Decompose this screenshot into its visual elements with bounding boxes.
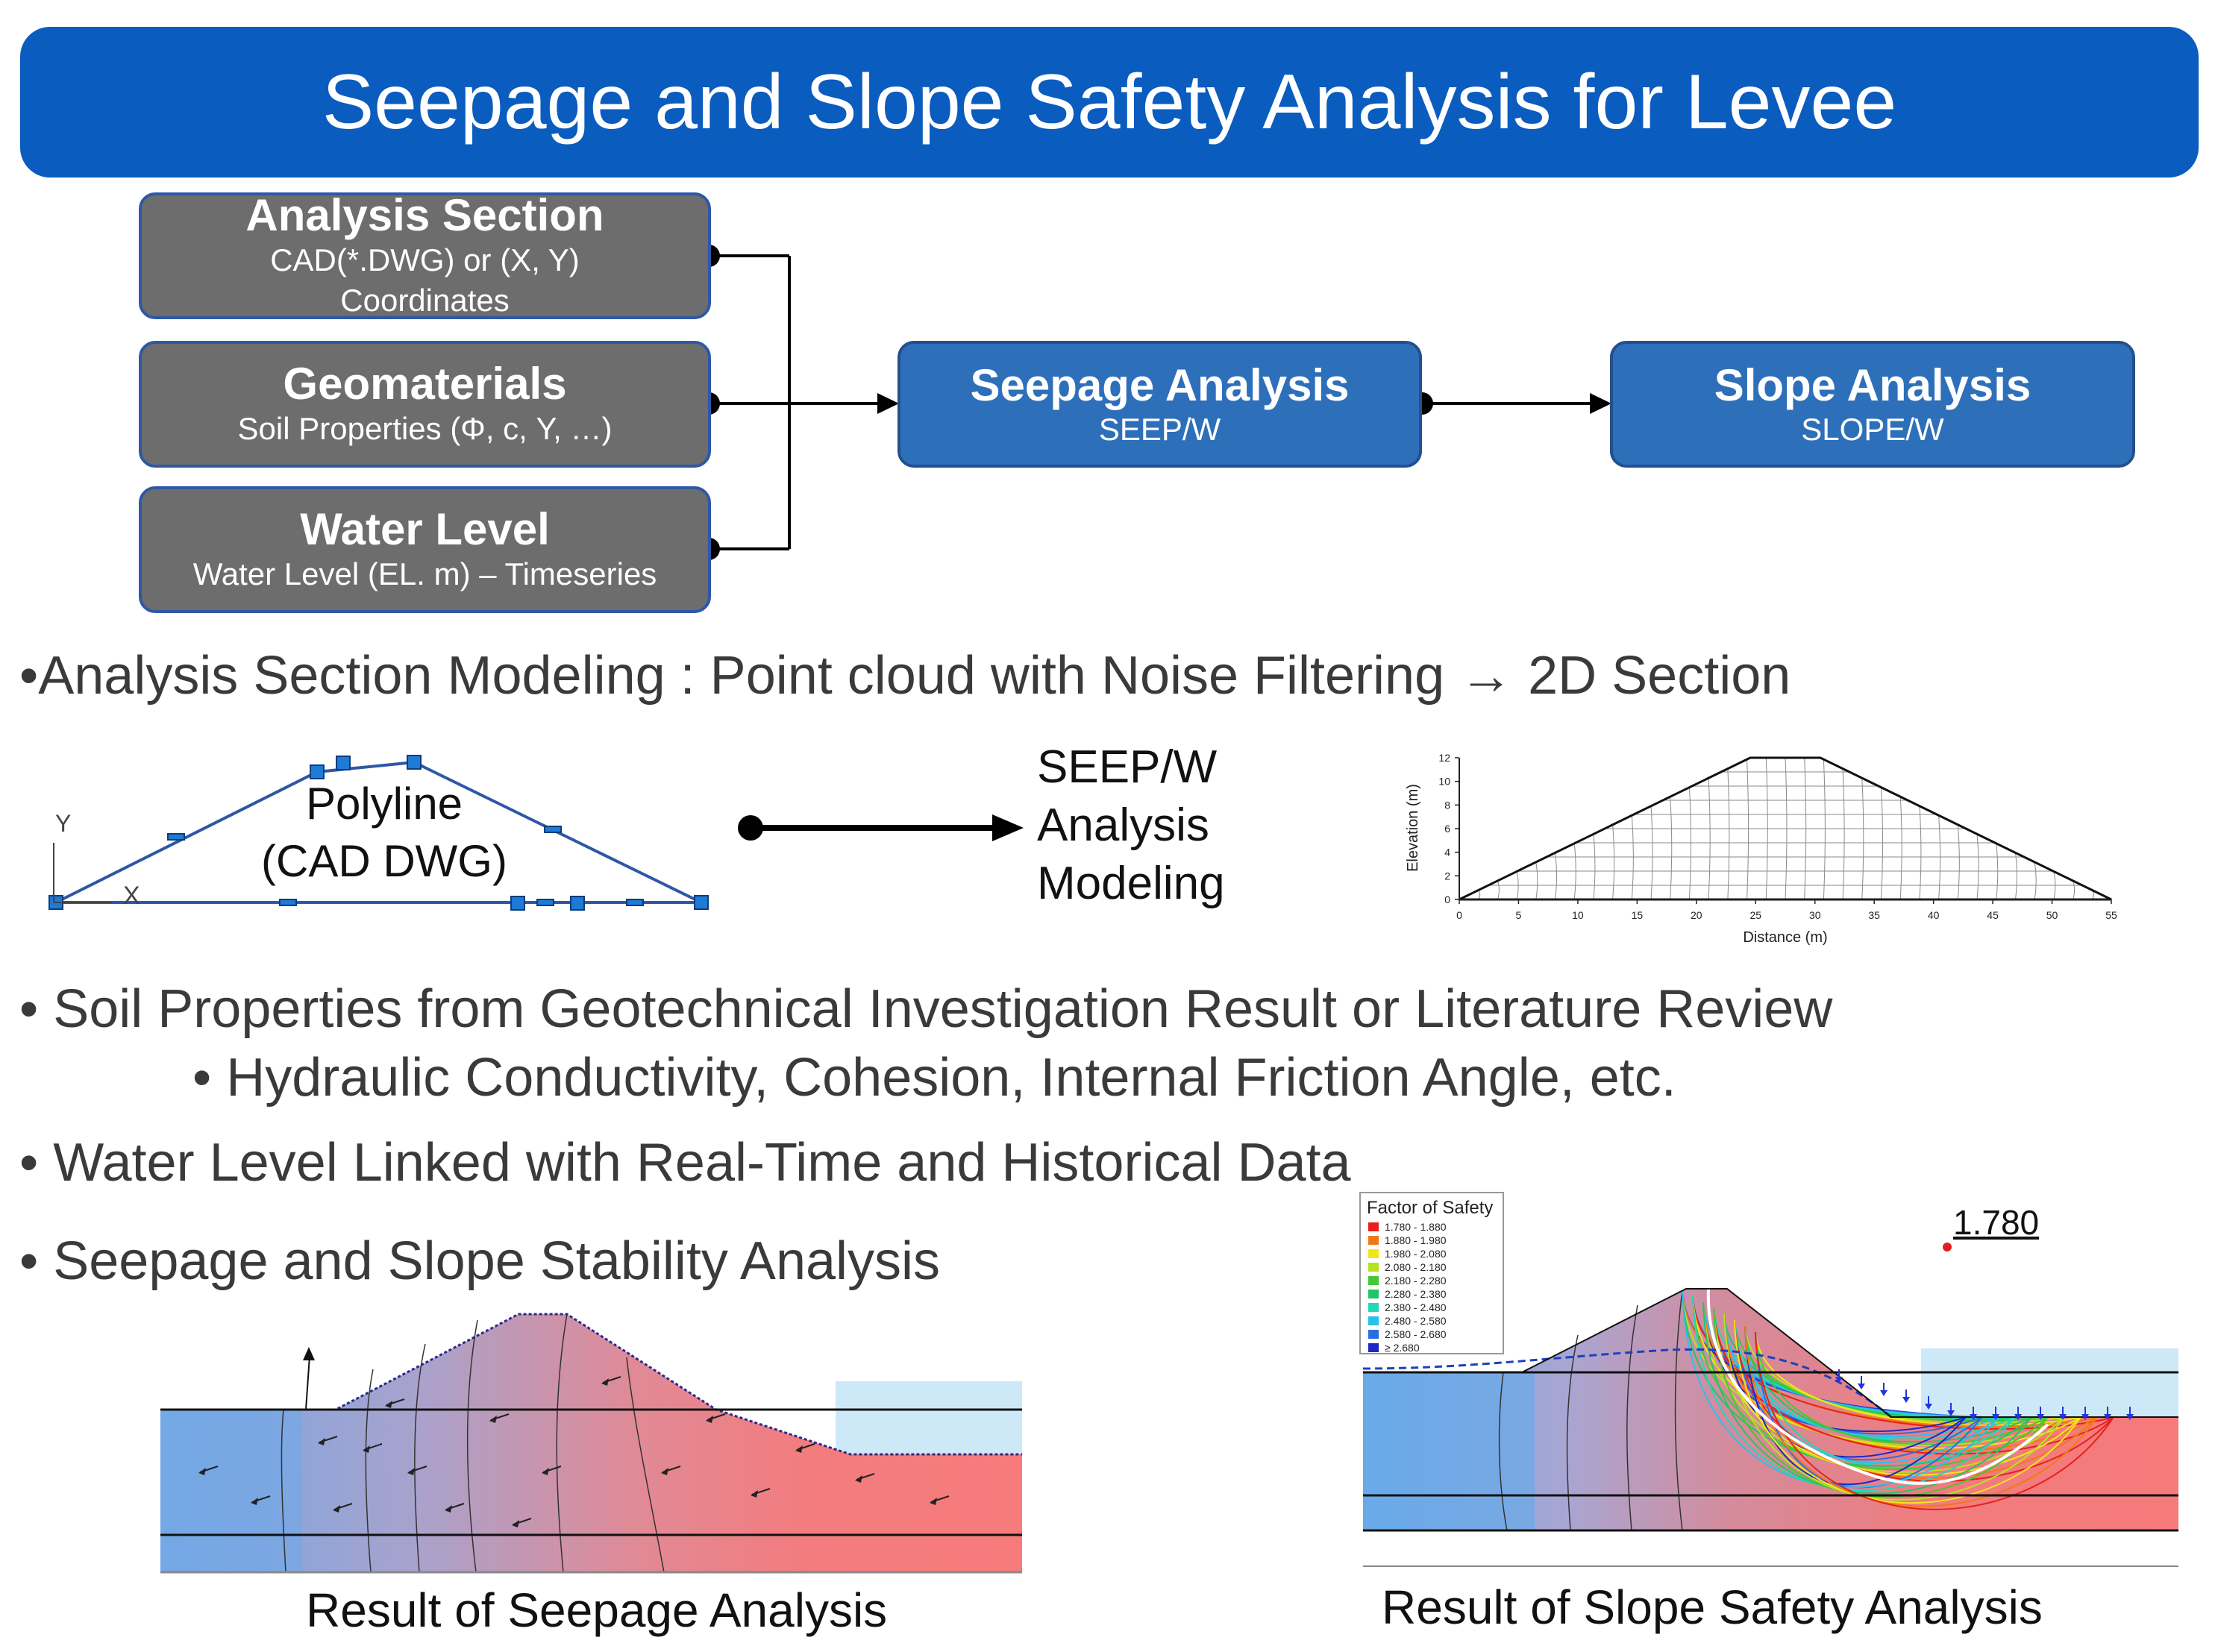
mesh-y-axis-label: Elevation (m) [1405, 784, 1421, 872]
polyline-axis-y: Y [55, 810, 71, 837]
mesh-x-tick: 10 [1572, 909, 1584, 921]
analysis-section-line2: Coordinates [340, 283, 510, 318]
fos-legend-swatch [1368, 1263, 1379, 1272]
geomaterials-line1: Soil Properties (Φ, c, Υ, …) [237, 411, 613, 446]
mesh-x-tick: 55 [2105, 909, 2117, 921]
fos-legend-entry: 1.880 - 1.980 [1361, 1234, 1503, 1247]
fos-legend-label: 2.380 - 2.480 [1385, 1301, 1447, 1313]
polyline-label-2: (CAD DWG) [261, 836, 507, 886]
slope-analysis-box: Slope Analysis SLOPE/W [1610, 341, 2135, 468]
polyline-diagram: Y X Polyline (CAD DWG) [48, 755, 709, 911]
mesh-y-tick: 6 [1444, 823, 1450, 835]
mesh-x-axis-label: Distance (m) [1743, 929, 1827, 946]
seepage-result-figure [160, 1313, 1022, 1574]
mesh-y-tick: 2 [1444, 870, 1450, 882]
polyline-axis-x: X [123, 882, 140, 910]
fos-legend-swatch [1368, 1316, 1379, 1325]
fos-legend-entry: 2.480 - 2.580 [1361, 1314, 1503, 1328]
analysis-section-title: Analysis Section [245, 190, 604, 240]
mesh-y-tick: 0 [1444, 893, 1450, 905]
mesh-x-tick: 40 [1928, 909, 1940, 921]
slope-analysis-title: Slope Analysis [1714, 360, 2031, 410]
fos-legend-entry: ≥ 2.680 [1361, 1341, 1503, 1354]
mesh-y-tick: 4 [1444, 847, 1450, 858]
fos-legend-label: 1.980 - 2.080 [1385, 1248, 1447, 1260]
fos-legend-label: 2.580 - 2.680 [1385, 1328, 1447, 1340]
slip-surface [1744, 1325, 1967, 1486]
fos-legend-label: 2.180 - 2.280 [1385, 1275, 1447, 1287]
mesh-x-tick: 25 [1749, 909, 1761, 921]
min-fos-label: 1.780 [1953, 1203, 2040, 1242]
seepw-modeling-text: SEEP/W Analysis Modeling [1037, 738, 1225, 913]
fos-legend-swatch [1368, 1236, 1379, 1245]
slip-surface [1755, 1331, 2049, 1446]
seepw-text-1: SEEP/W [1037, 741, 1218, 793]
slip-surface [1744, 1325, 2098, 1507]
fos-legend-swatch [1368, 1303, 1379, 1312]
mesh-y-tick: 12 [1438, 752, 1450, 764]
mesh-x-tick: 15 [1632, 909, 1644, 921]
mesh-x-tick: 50 [2046, 909, 2058, 921]
seepage-caption: Result of Seepage Analysis [306, 1583, 888, 1637]
analysis-section-box: Analysis Section CAD(*.DWG) or (X, Y) Co… [139, 190, 711, 319]
bullet-stability-analysis: • Seepage and Slope Stability Analysis [19, 1231, 941, 1291]
mesh-x-tick: 35 [1868, 909, 1880, 921]
mesh-y-tick: 8 [1444, 799, 1450, 811]
water-level-title: Water Level [300, 504, 550, 554]
fos-legend-entry: 2.180 - 2.280 [1361, 1274, 1503, 1287]
title-banner: Seepage and Slope Safety Analysis for Le… [20, 27, 2199, 178]
seepage-analysis-sub: SEEP/W [1098, 412, 1221, 447]
bullet-soil-sub: • Hydraulic Conductivity, Cohesion, Inte… [192, 1048, 1676, 1108]
fos-legend-swatch [1368, 1290, 1379, 1298]
fos-legend-swatch [1368, 1249, 1379, 1258]
fos-legend-swatch [1368, 1343, 1379, 1352]
fos-legend-swatch [1368, 1330, 1379, 1339]
water-level-box: Water Level Water Level (EL. m) – Timese… [139, 486, 711, 613]
fos-legend-title: Factor of Safety [1367, 1198, 1494, 1218]
fos-legend-entry: 2.380 - 2.480 [1361, 1301, 1503, 1314]
mesh-x-tick: 0 [1456, 909, 1462, 921]
fos-legend-label: 1.780 - 1.880 [1385, 1221, 1447, 1233]
mesh-y-tick: 10 [1438, 776, 1450, 788]
seepw-text-2: Analysis [1037, 800, 1209, 851]
fos-legend-label: 1.880 - 1.980 [1385, 1234, 1447, 1246]
fos-legend-entry: 2.580 - 2.680 [1361, 1328, 1503, 1341]
fos-legend-swatch [1368, 1222, 1379, 1231]
mesh-x-tick: 45 [1987, 909, 1999, 921]
fos-legend-entry: 2.280 - 2.380 [1361, 1287, 1503, 1301]
mesh-x-tick: 30 [1809, 909, 1821, 921]
slope-result-figure [1362, 1288, 2178, 1567]
seepage-analysis-box: Seepage Analysis SEEP/W [897, 341, 1422, 468]
slope-analysis-sub: SLOPE/W [1801, 412, 1944, 447]
geomaterials-box: Geomaterials Soil Properties (Φ, c, Υ, …… [139, 341, 711, 468]
fos-legend-label: 2.480 - 2.580 [1385, 1315, 1447, 1327]
mesh-chart: 0 2 4 6 8 10 12 0 5 10 15 20 25 30 35 40 45 50 55 Elevati… [1405, 752, 2117, 946]
bullet-section-modeling: •Analysis Section Modeling : Point cloud… [19, 646, 1791, 706]
fos-legend-label: 2.280 - 2.380 [1385, 1288, 1447, 1300]
polyline-label-1: Polyline [306, 779, 463, 829]
mesh-x-tick: 20 [1691, 909, 1702, 921]
fos-legend-swatch [1368, 1276, 1379, 1285]
bullet-soil-properties: • Soil Properties from Geotechnical Inve… [19, 979, 1833, 1039]
min-fos-marker [1943, 1243, 1952, 1251]
geomaterials-title: Geomaterials [283, 359, 567, 409]
slip-surface [1755, 1331, 2114, 1510]
analysis-section-line1: CAD(*.DWG) or (X, Y) [270, 242, 580, 277]
slope-caption: Result of Slope Safety Analysis [1382, 1580, 2043, 1634]
fos-legend-entry: 1.780 - 1.880 [1361, 1220, 1503, 1234]
fos-legend-entry: 2.080 - 2.180 [1361, 1260, 1503, 1274]
bullet-water-level: • Water Level Linked with Real-Time and … [19, 1133, 1351, 1193]
fos-legend-label: ≥ 2.680 [1385, 1342, 1420, 1354]
water-level-line1: Water Level (EL. m) – Timeseries [192, 556, 657, 591]
conversion-arrow [738, 814, 1024, 841]
slip-surface [1755, 1331, 2016, 1467]
fos-legend-label: 2.080 - 2.180 [1385, 1261, 1447, 1273]
fos-legend-entry: 1.980 - 2.080 [1361, 1247, 1503, 1260]
seepw-text-3: Modeling [1037, 858, 1225, 909]
mesh-x-tick: 5 [1516, 909, 1522, 921]
page-title: Seepage and Slope Safety Analysis for Le… [322, 58, 1897, 145]
seepage-analysis-title: Seepage Analysis [970, 360, 1350, 410]
